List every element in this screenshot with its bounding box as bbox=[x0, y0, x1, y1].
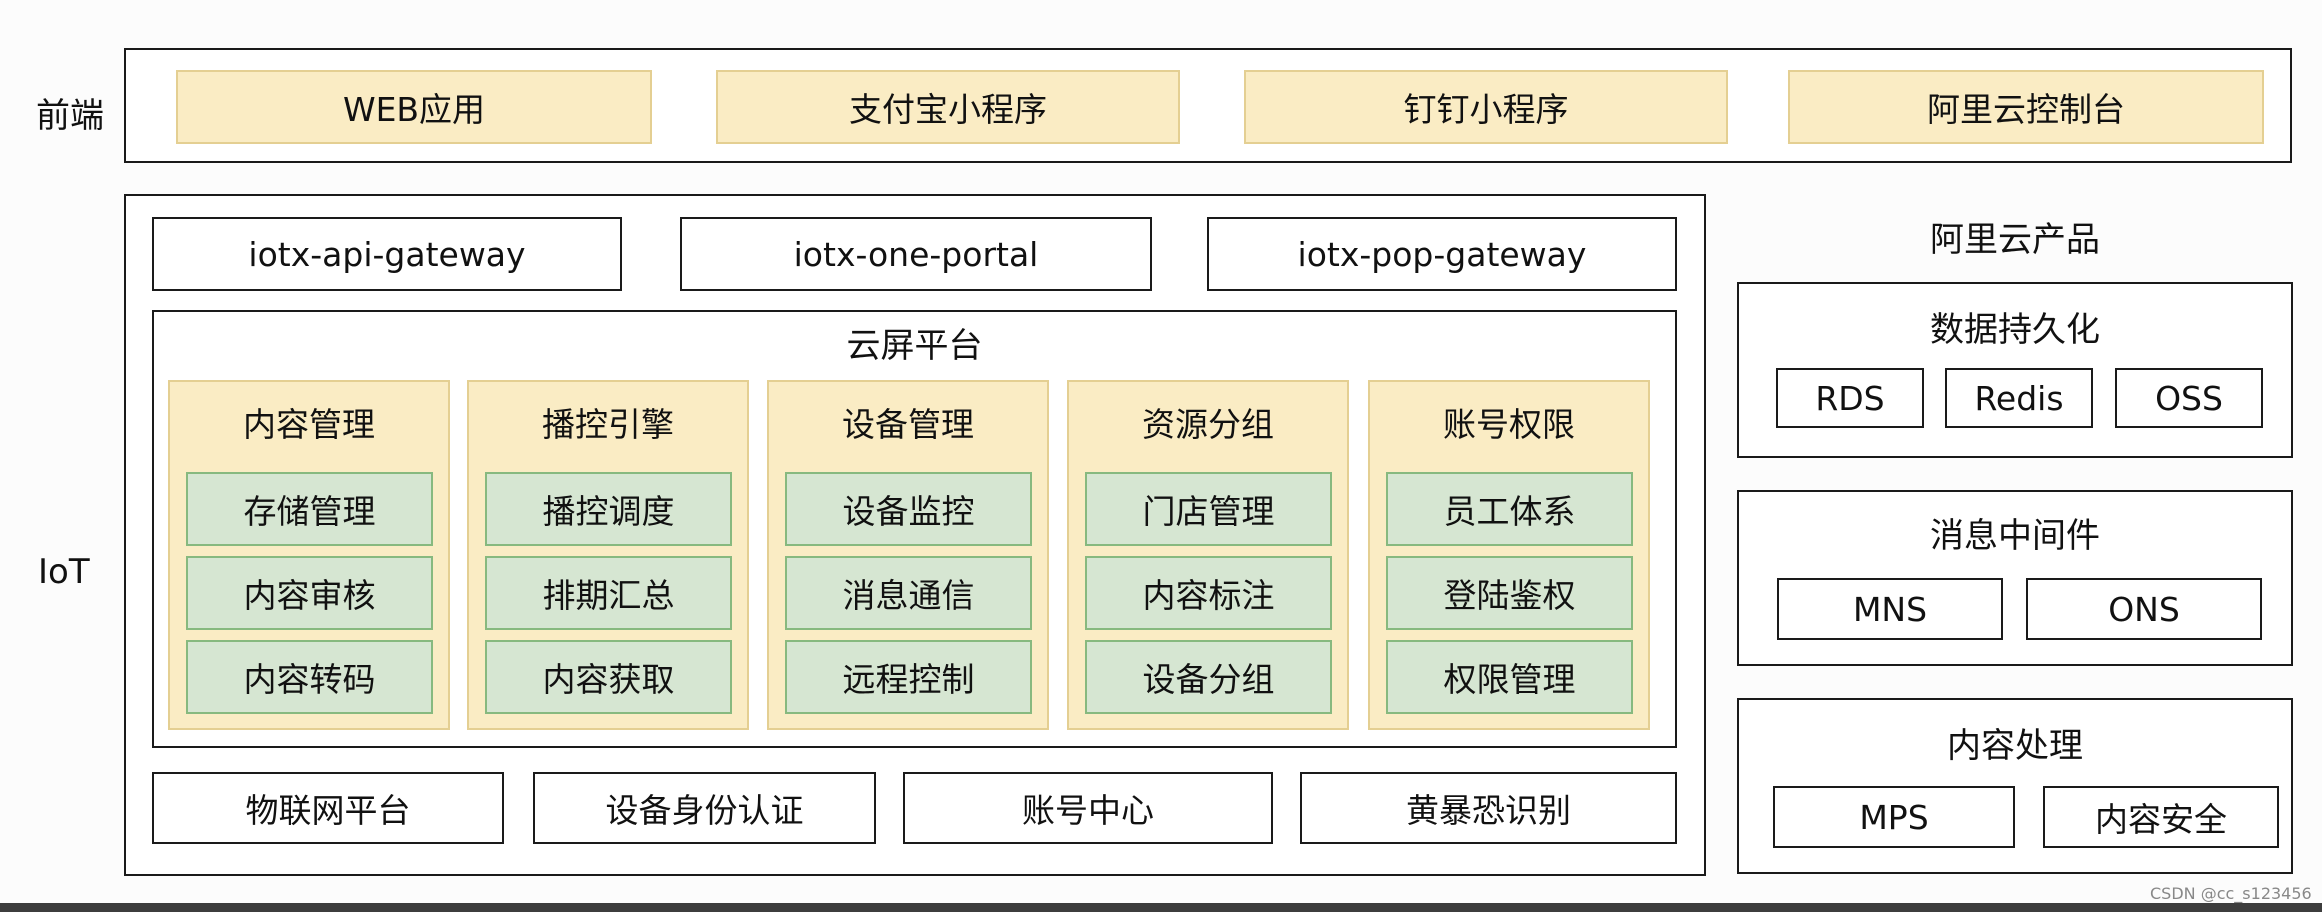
frontend-app-dingtalk: 钉钉小程序 bbox=[1244, 70, 1728, 144]
module-item: 内容标注 bbox=[1085, 556, 1332, 630]
module-item: 内容审核 bbox=[186, 556, 433, 630]
aliyun-item-mps: MPS bbox=[1773, 786, 2015, 848]
module-item: 远程控制 bbox=[785, 640, 1032, 714]
module-item: 员工体系 bbox=[1386, 472, 1633, 546]
module-item: 内容转码 bbox=[186, 640, 433, 714]
module-item: 播控调度 bbox=[485, 472, 732, 546]
module-item: 登陆鉴权 bbox=[1386, 556, 1633, 630]
frontend-app-web: WEB应用 bbox=[176, 70, 652, 144]
watermark: CSDN @cc_s123456 bbox=[2150, 884, 2312, 903]
gateway-one-portal: iotx-one-portal bbox=[680, 217, 1152, 291]
frontend-app-alipay: 支付宝小程序 bbox=[716, 70, 1180, 144]
gateway-pop: iotx-pop-gateway bbox=[1207, 217, 1677, 291]
module-title: 内容管理 bbox=[243, 405, 375, 444]
frontend-app-aliyun-console: 阿里云控制台 bbox=[1788, 70, 2264, 144]
module-item: 消息通信 bbox=[785, 556, 1032, 630]
module-item: 门店管理 bbox=[1085, 472, 1332, 546]
aliyun-item-mns: MNS bbox=[1777, 578, 2003, 640]
iot-label: IoT bbox=[38, 552, 90, 592]
platform-title: 云屏平台 bbox=[846, 326, 983, 366]
aliyun-group-title: 数据持久化 bbox=[1930, 310, 2100, 350]
aliyun-group-title: 内容处理 bbox=[1947, 726, 2083, 766]
gateway-api: iotx-api-gateway bbox=[152, 217, 622, 291]
aliyun-item-oss: OSS bbox=[2115, 368, 2263, 428]
module-item: 排期汇总 bbox=[485, 556, 732, 630]
aliyun-item-ons: ONS bbox=[2026, 578, 2262, 640]
aliyun-item-redis: Redis bbox=[1945, 368, 2093, 428]
service-content-moderation: 黄暴恐识别 bbox=[1300, 772, 1677, 844]
module-title: 资源分组 bbox=[1142, 405, 1274, 444]
module-title: 播控引擎 bbox=[542, 405, 674, 444]
aliyun-item-rds: RDS bbox=[1776, 368, 1924, 428]
module-item: 设备分组 bbox=[1085, 640, 1332, 714]
service-device-identity: 设备身份认证 bbox=[533, 772, 876, 844]
module-item: 存储管理 bbox=[186, 472, 433, 546]
module-title: 账号权限 bbox=[1443, 405, 1575, 444]
module-title: 设备管理 bbox=[842, 405, 974, 444]
frontend-label: 前端 bbox=[36, 96, 104, 136]
aliyun-item-content-security: 内容安全 bbox=[2043, 786, 2279, 848]
module-item: 权限管理 bbox=[1386, 640, 1633, 714]
module-item: 设备监控 bbox=[785, 472, 1032, 546]
bottom-strip bbox=[0, 903, 2322, 912]
service-account-center: 账号中心 bbox=[903, 772, 1273, 844]
service-iot-platform: 物联网平台 bbox=[152, 772, 504, 844]
aliyun-title: 阿里云产品 bbox=[1930, 220, 2100, 260]
aliyun-group-title: 消息中间件 bbox=[1930, 516, 2100, 556]
module-item: 内容获取 bbox=[485, 640, 732, 714]
